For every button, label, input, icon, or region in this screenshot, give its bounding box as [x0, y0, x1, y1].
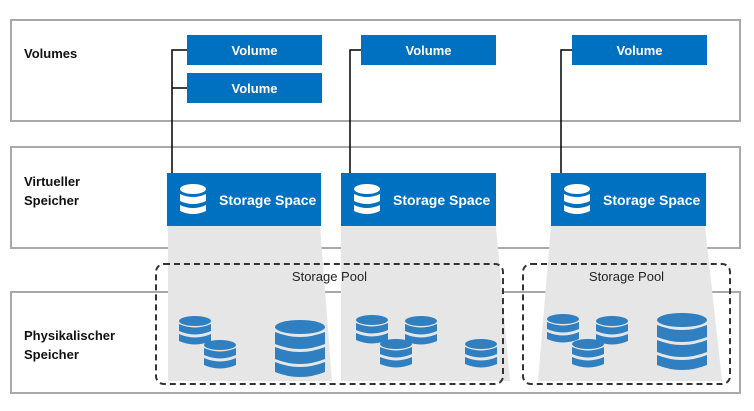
storage-pool-1: [155, 263, 504, 385]
volume-box-4: Volume: [572, 35, 707, 65]
storage-space-2: Storage Space: [341, 173, 496, 226]
layer-label-physical: Physikalischer Speicher: [24, 328, 116, 362]
storage-pool-label-1: Storage Pool: [291, 269, 368, 284]
layer-label-virtual: Virtueller Speicher: [24, 174, 81, 208]
storage-pool-2: [522, 263, 731, 385]
layer-label-volumes: Volumes: [24, 46, 78, 61]
volume-box-1: Volume: [187, 35, 322, 65]
storage-space-label: Storage Space: [603, 191, 701, 208]
storage-space-label: Storage Space: [219, 191, 317, 208]
database-icon: [180, 183, 206, 214]
database-icon: [354, 183, 380, 214]
connector-1: [171, 49, 187, 173]
storage-space-1: Storage Space: [167, 173, 321, 226]
storage-space-3: Storage Space: [551, 173, 706, 226]
volume-box-2: Volume: [187, 73, 322, 103]
volume-box-3: Volume: [361, 35, 496, 65]
connector-2: [349, 49, 361, 173]
database-icon: [564, 183, 590, 214]
storage-pool-label-2: Storage Pool: [588, 269, 665, 284]
connector-3: [560, 49, 572, 173]
storage-space-label: Storage Space: [393, 191, 491, 208]
